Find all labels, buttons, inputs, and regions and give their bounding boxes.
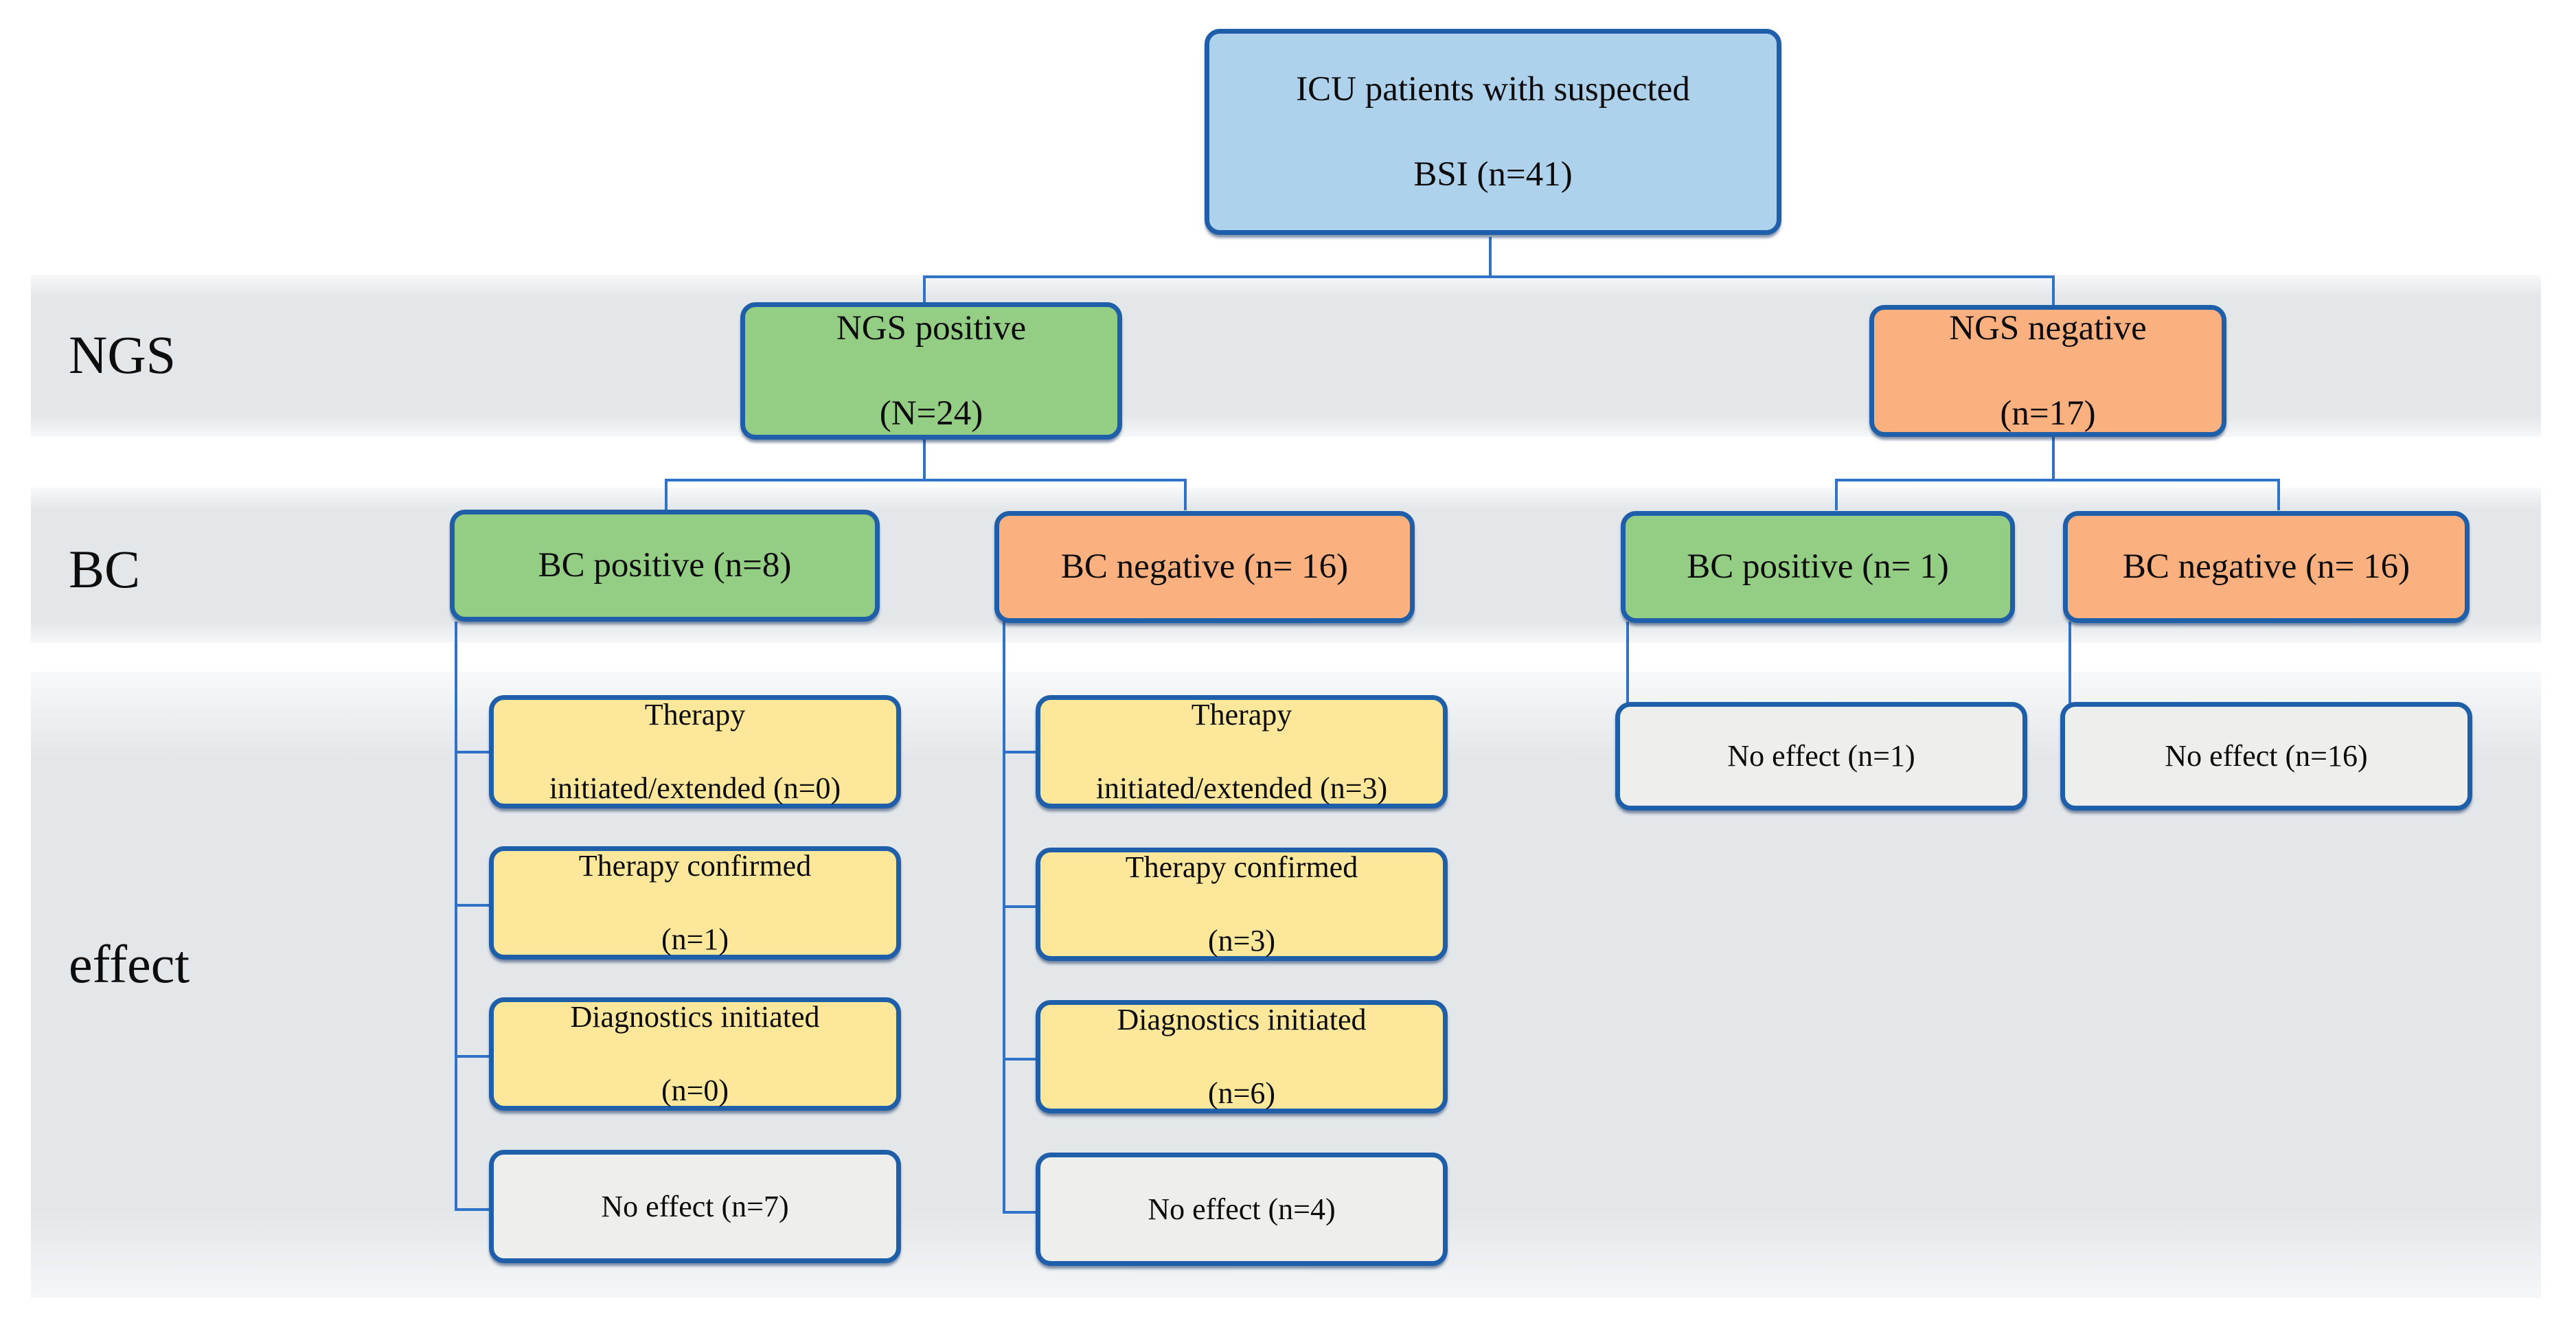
connector-col2-stub-1 <box>1003 751 1038 753</box>
node-root-line1: ICU patients with suspected <box>1296 69 1690 109</box>
node-e1-diagnostics-line1: Diagnostics initiated <box>570 1000 820 1034</box>
connector-col2-stub-4 <box>1003 1211 1038 1214</box>
connector-col1-stub-1 <box>455 751 492 753</box>
connector-ngsneg-to-bcneg <box>2277 479 2280 510</box>
connector-col2-stub-2 <box>1003 905 1038 908</box>
connector-ngsneg-to-bcpos <box>1835 479 1838 510</box>
node-e2-therapy-initiated-line1: Therapy <box>1191 698 1292 732</box>
node-e1-therapy-initiated-text: Therapy initiated/extended (n=0) <box>536 696 854 807</box>
node-e2-therapy-initiated[interactable]: Therapy initiated/extended (n=3) <box>1036 695 1448 808</box>
node-bc-positive-ngsneg[interactable]: BC positive (n= 1) <box>1621 511 2015 623</box>
connector-root-to-ngs-negative <box>2052 275 2055 308</box>
node-e1-therapy-initiated[interactable]: Therapy initiated/extended (n=0) <box>489 695 901 808</box>
node-bc-positive-ngspos[interactable]: BC positive (n=8) <box>450 510 880 622</box>
node-e1-no-effect[interactable]: No effect (n=7) <box>489 1150 901 1263</box>
node-e2-therapy-initiated-line2: initiated/extended (n=3) <box>1095 771 1388 806</box>
connector-ngsneg-stem <box>2052 437 2055 481</box>
node-e1-therapy-confirmed-text: Therapy confirmed (n=1) <box>565 848 825 958</box>
node-ngs-positive[interactable]: NGS positive (N=24) <box>740 302 1122 440</box>
node-ngs-positive-line2: (N=24) <box>879 394 983 433</box>
connector-col3-drop <box>1626 622 1629 767</box>
connector-col4-drop <box>2068 622 2071 767</box>
connector-root-stem <box>1489 237 1492 277</box>
node-e2-therapy-confirmed[interactable]: Therapy confirmed (n=3) <box>1036 848 1448 961</box>
node-e2-diagnostics-text: Diagnostics initiated (n=6) <box>1104 1001 1380 1112</box>
node-ngs-negative-text: NGS negative (n=17) <box>1935 307 2161 435</box>
connector-root-bus <box>923 275 2055 278</box>
node-e1-diagnostics-line2: (n=0) <box>661 1074 729 1108</box>
connector-ngspos-to-bcpos <box>665 479 668 510</box>
node-e1-diagnostics[interactable]: Diagnostics initiated (n=0) <box>489 997 901 1111</box>
node-e1-therapy-confirmed-line2: (n=1) <box>661 922 729 957</box>
node-root[interactable]: ICU patients with suspected BSI (n=41) <box>1205 29 1781 235</box>
node-e2-therapy-initiated-text: Therapy initiated/extended (n=3) <box>1082 696 1401 807</box>
node-e1-therapy-confirmed[interactable]: Therapy confirmed (n=1) <box>489 846 901 960</box>
node-bc-positive-ngsneg-label: BC positive (n= 1) <box>1687 547 1949 587</box>
connector-col2-stub-3 <box>1003 1058 1038 1061</box>
row-label-bc: BC <box>69 539 141 599</box>
node-bc-negative-ngsneg-label: BC negative (n= 16) <box>2122 547 2410 587</box>
connector-col1-stub-3 <box>455 1055 492 1058</box>
node-e1-no-effect-label: No effect (n=7) <box>601 1189 789 1223</box>
node-bc-negative-ngspos[interactable]: BC negative (n= 16) <box>994 511 1415 623</box>
node-e2-no-effect[interactable]: No effect (n=4) <box>1036 1153 1448 1266</box>
connector-col1-stub-2 <box>455 904 492 907</box>
node-bc-positive-ngspos-label: BC positive (n=8) <box>538 546 792 585</box>
row-label-effect: effect <box>69 934 190 994</box>
node-e3-no-effect-label: No effect (n=1) <box>1727 739 1915 773</box>
node-e2-diagnostics[interactable]: Diagnostics initiated (n=6) <box>1036 1000 1448 1113</box>
connector-ngspos-to-bcneg <box>1184 479 1187 510</box>
connector-col1-spine <box>455 622 457 1211</box>
connector-ngspos-bus <box>665 479 1187 481</box>
node-e1-therapy-confirmed-line1: Therapy confirmed <box>578 849 812 883</box>
node-e1-diagnostics-text: Diagnostics initiated (n=0) <box>557 999 834 1109</box>
node-e1-therapy-initiated-line2: initiated/extended (n=0) <box>549 771 841 806</box>
node-ngs-positive-line1: NGS positive <box>836 308 1027 348</box>
node-bc-negative-ngsneg[interactable]: BC negative (n= 16) <box>2063 511 2470 623</box>
connector-root-to-ngs-positive <box>923 275 926 304</box>
node-ngs-positive-text: NGS positive (N=24) <box>823 307 1040 435</box>
node-e2-therapy-confirmed-line1: Therapy confirmed <box>1125 850 1358 884</box>
node-e2-therapy-confirmed-text: Therapy confirmed (n=3) <box>1112 849 1371 960</box>
connector-col2-spine <box>1003 622 1005 1214</box>
row-label-ngs: NGS <box>69 325 176 385</box>
node-root-text: ICU patients with suspected BSI (n=41) <box>1282 68 1704 196</box>
node-ngs-negative-line2: (n=17) <box>2000 394 2096 433</box>
node-e2-diagnostics-line2: (n=6) <box>1207 1076 1276 1111</box>
node-e2-therapy-confirmed-line2: (n=3) <box>1207 924 1276 958</box>
node-root-line2: BSI (n=41) <box>1413 155 1573 194</box>
node-ngs-negative[interactable]: NGS negative (n=17) <box>1869 305 2226 437</box>
connector-ngspos-stem <box>923 437 926 481</box>
node-e1-therapy-initiated-line1: Therapy <box>644 698 746 732</box>
node-e4-no-effect[interactable]: No effect (n=16) <box>2060 702 2472 810</box>
connector-ngsneg-bus <box>1835 479 2280 481</box>
node-bc-negative-ngspos-label: BC negative (n= 16) <box>1060 547 1349 587</box>
node-e2-no-effect-label: No effect (n=4) <box>1148 1192 1336 1226</box>
node-e4-no-effect-label: No effect (n=16) <box>2165 739 2368 773</box>
node-e3-no-effect[interactable]: No effect (n=1) <box>1615 702 2027 810</box>
node-ngs-negative-line1: NGS negative <box>1949 308 2147 348</box>
connector-col1-stub-4 <box>455 1208 492 1211</box>
node-e2-diagnostics-line1: Diagnostics initiated <box>1117 1003 1367 1036</box>
